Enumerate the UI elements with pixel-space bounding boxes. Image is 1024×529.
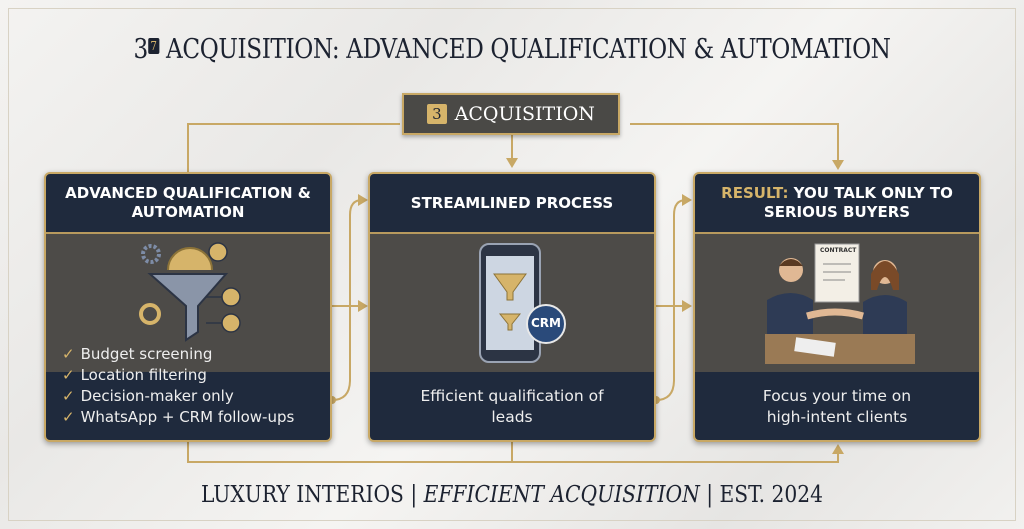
- card-result: RESULT: YOU TALK ONLY TO SERIOUS BUYERS …: [693, 172, 981, 442]
- handshake-illustration: [765, 243, 915, 364]
- check-icon: ✓: [62, 387, 75, 405]
- ribbon-label: ACQUISITION: [454, 103, 595, 125]
- card-heading: ADVANCED QUALIFICATION & AUTOMATION: [46, 174, 330, 234]
- funnel-gears-icon: [139, 242, 241, 342]
- qualification-checklist: ✓Budget screening ✓Location filtering ✓D…: [62, 344, 294, 428]
- footer-tagline: LUXURY INTERIOS | EFFICIENT ACQUISITION …: [200, 482, 824, 508]
- check-icon: ✓: [62, 408, 75, 426]
- card-heading: STREAMLINED PROCESS: [370, 174, 654, 234]
- check-icon: ✓: [62, 366, 75, 384]
- checklist-item: ✓Location filtering: [62, 366, 207, 384]
- contract-label: CONTRACT: [820, 247, 857, 254]
- ribbon-number: 3: [427, 104, 447, 124]
- checklist-item: ✓WhatsApp + CRM follow-ups: [62, 408, 295, 426]
- phone-funnel-icon: [479, 243, 566, 363]
- card-streamlined-process: STREAMLINED PROCESS CRM Efficient qualif…: [368, 172, 656, 442]
- card-advanced-qualification: ADVANCED QUALIFICATION & AUTOMATION ✓Bud…: [44, 172, 332, 442]
- decorative-frame: [8, 8, 1016, 521]
- check-icon: ✓: [62, 345, 75, 363]
- checklist-item: ✓Decision-maker only: [62, 387, 234, 405]
- crm-badge: CRM: [531, 316, 561, 330]
- card-caption: Focus your time on high-intent clients: [762, 387, 912, 426]
- card-caption: Efficient qualification of leads: [420, 387, 604, 426]
- section-ribbon: 3 ACQUISITION: [402, 93, 620, 135]
- checklist-item: ✓Budget screening: [62, 345, 213, 363]
- card-heading: RESULT: YOU TALK ONLY TO SERIOUS BUYERS: [695, 174, 979, 234]
